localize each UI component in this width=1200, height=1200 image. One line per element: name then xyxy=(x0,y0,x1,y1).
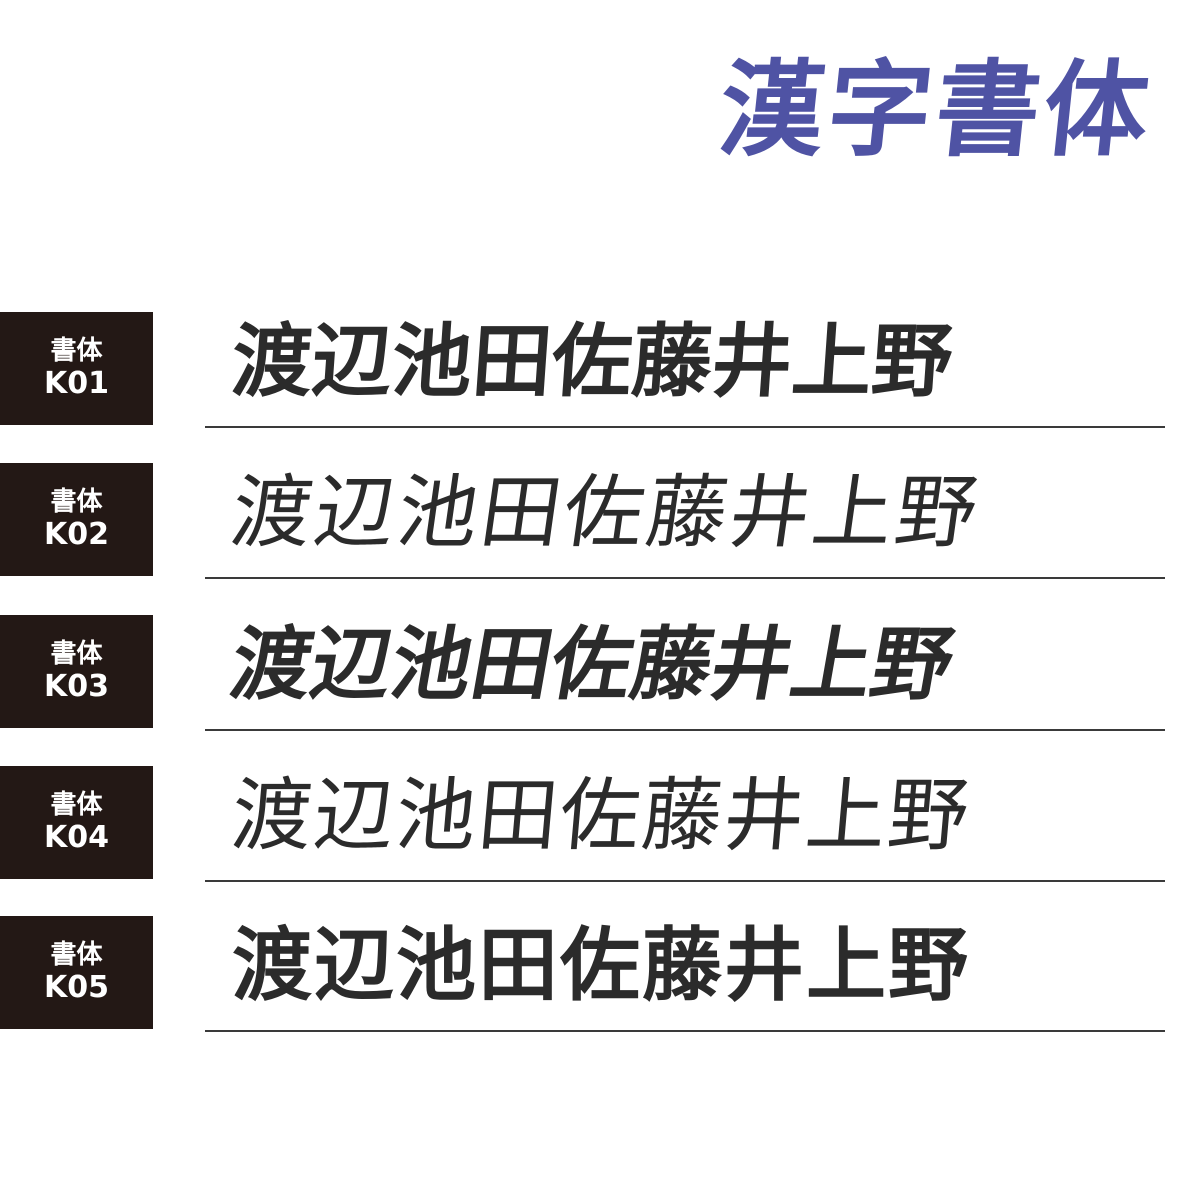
font-row-k02: 書体 K02 渡辺池田佐藤井上野 xyxy=(0,463,1165,579)
underline-rule xyxy=(205,426,1165,428)
font-sample-text: 渡辺池田佐藤井上野 xyxy=(223,618,961,711)
font-row-k04: 書体 K04 渡辺池田佐藤井上野 xyxy=(0,766,1165,882)
underline-rule xyxy=(205,577,1165,579)
font-label-badge: 書体 K01 xyxy=(0,312,153,425)
font-code: K03 xyxy=(44,668,109,704)
font-code: K02 xyxy=(44,516,109,552)
font-row-k01: 書体 K01 渡辺池田佐藤井上野 xyxy=(0,312,1165,428)
font-label-text: 書体 xyxy=(50,639,103,670)
font-label-badge: 書体 K05 xyxy=(0,916,153,1029)
underline-rule xyxy=(205,729,1165,731)
font-label-badge: 書体 K04 xyxy=(0,766,153,879)
page-title: 漢字書体 xyxy=(713,49,1159,171)
font-sample-text: 渡辺池田佐藤井上野 xyxy=(232,919,970,1012)
font-label-text: 書体 xyxy=(50,940,103,971)
font-row-k03: 書体 K03 渡辺池田佐藤井上野 xyxy=(0,615,1165,731)
font-code: K05 xyxy=(44,969,109,1005)
underline-rule xyxy=(205,880,1165,882)
font-label-badge: 書体 K02 xyxy=(0,463,153,576)
underline-rule xyxy=(205,1030,1165,1032)
font-sample-text: 渡辺池田佐藤井上野 xyxy=(227,769,975,862)
font-sample-text: 渡辺池田佐藤井上野 xyxy=(225,466,986,559)
font-code: K04 xyxy=(44,819,109,855)
font-code: K01 xyxy=(44,365,109,401)
font-row-k05: 書体 K05 渡辺池田佐藤井上野 xyxy=(0,916,1165,1032)
font-sample-text: 渡辺池田佐藤井上野 xyxy=(228,315,956,408)
font-label-badge: 書体 K03 xyxy=(0,615,153,728)
font-label-text: 書体 xyxy=(50,336,103,367)
font-label-text: 書体 xyxy=(50,790,103,821)
font-label-text: 書体 xyxy=(50,487,103,518)
